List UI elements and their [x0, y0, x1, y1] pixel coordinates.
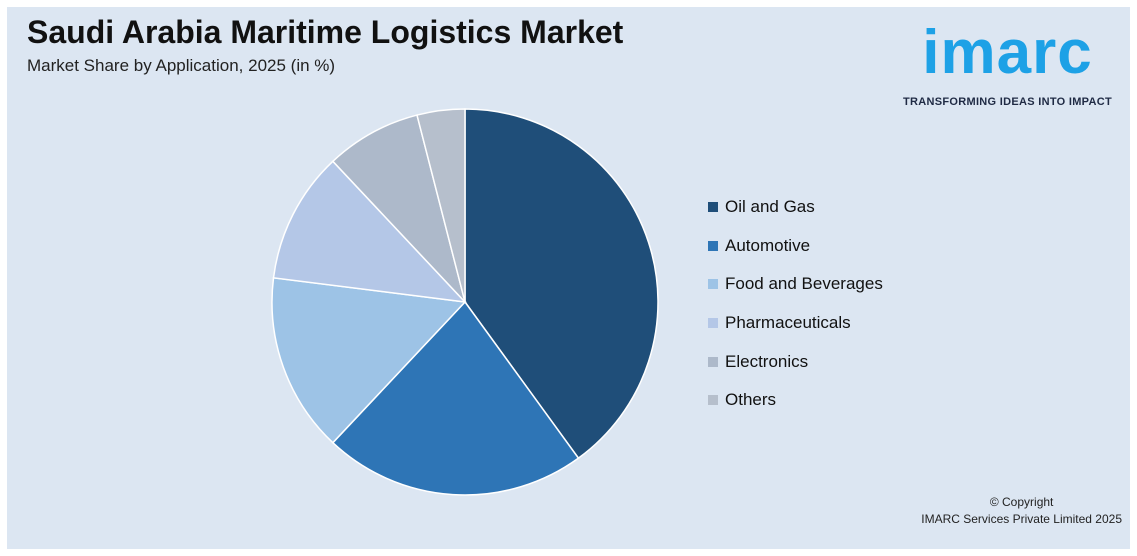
legend-label-electronics: Electronics — [725, 351, 809, 371]
chart-subtitle: Market Share by Application, 2025 (in %) — [27, 56, 336, 75]
legend-swatch-pharmaceuticals — [708, 318, 718, 329]
pie-slice-others — [416, 108, 466, 303]
legend-item-electronics: Electronics — [708, 342, 883, 381]
copyright-line-1: © Copyright — [989, 495, 1054, 509]
legend-swatch-automotive — [708, 240, 718, 251]
logo-tagline: TRANSFORMING IDEAS INTO IMPACT — [902, 96, 1113, 108]
imarc-logo: imarc TRANSFORMING IDEAS INTO IMPACT — [900, 10, 1115, 110]
logo-wordmark: imarc — [922, 18, 1093, 87]
legend-item-pharmaceuticals: Pharmaceuticals — [708, 304, 883, 343]
copyright-notice: © Copyright IMARC Services Private Limit… — [921, 494, 1122, 528]
legend-swatch-others — [708, 395, 718, 406]
legend-label-others: Others — [725, 390, 777, 410]
legend-label-automotive: Automotive — [725, 235, 811, 255]
legend-swatch-oil-and-gas — [708, 202, 718, 213]
pie-slice-pharmaceuticals — [272, 160, 467, 304]
legend-item-automotive: Automotive — [708, 227, 883, 266]
legend-item-oil-and-gas: Oil and Gas — [708, 188, 883, 227]
legend-label-pharmaceuticals: Pharmaceuticals — [725, 313, 851, 333]
copyright-line-2: IMARC Services Private Limited 2025 — [921, 512, 1122, 526]
pie-slice-oil-and-gas — [464, 108, 659, 460]
legend-label-oil-and-gas: Oil and Gas — [725, 197, 815, 217]
pie-slice-automotive — [331, 300, 580, 496]
legend-label-food-and-beverages: Food and Beverages — [725, 274, 883, 294]
chart-title: Saudi Arabia Maritime Logistics Market — [27, 14, 624, 50]
pie-slice-food-and-beverages — [271, 276, 467, 444]
legend-item-others: Others — [708, 381, 883, 420]
legend-swatch-food-and-beverages — [708, 279, 718, 290]
legend-swatch-electronics — [708, 356, 718, 367]
legend-item-food-and-beverages: Food and Beverages — [708, 265, 883, 304]
pie-slice-electronics — [331, 114, 466, 303]
